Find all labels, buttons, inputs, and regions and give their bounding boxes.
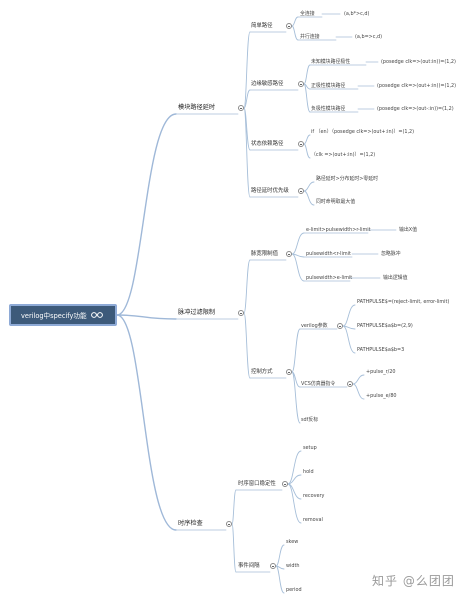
check-removal[interactable]: removal — [303, 517, 323, 523]
watermark-text: 知乎 @么团团 — [372, 574, 455, 588]
collapse-toggle-path-delay[interactable] — [238, 105, 244, 111]
node-edge-path[interactable]: 边缘敏感路径 — [251, 81, 284, 87]
connector-line — [287, 450, 302, 485]
connector-line — [291, 371, 301, 424]
connector-line — [291, 25, 299, 41]
connector-line — [303, 143, 311, 159]
expr-negative-polarity[interactable]: (posedge clk=>(out-:in))=(1,2) — [377, 106, 454, 112]
node-full-connect[interactable]: 全连接 — [300, 11, 315, 17]
node-positive-polarity[interactable]: 正极性模块路径 — [311, 83, 346, 89]
connector-line — [116, 113, 177, 316]
collapse-toggle-control-mode[interactable] — [286, 369, 292, 375]
check-recovery[interactable]: recovery — [303, 493, 325, 499]
connector-line — [287, 474, 302, 485]
node-priority-rule-1[interactable]: 路径延时>分布延时>零延时 — [316, 176, 378, 182]
connector-line — [116, 314, 177, 531]
connector-line — [303, 181, 315, 192]
connector-line — [116, 314, 177, 320]
check-hold[interactable]: hold — [303, 469, 314, 475]
opt-pulse-e[interactable]: +pulse_e/80 — [366, 393, 397, 399]
collapse-toggle-timing-window[interactable] — [282, 481, 288, 487]
glasses-icon — [91, 312, 103, 318]
connector-line — [231, 489, 237, 525]
connector-line — [275, 544, 285, 567]
cond-logic-value[interactable]: pulsewidth>e-limit — [306, 275, 353, 281]
connector-line — [342, 325, 356, 330]
node-state-if[interactable]: if （en）（posedge clk=>(out+:in)）=(1,2) — [311, 129, 415, 135]
collapse-toggle-vcs-command[interactable] — [347, 381, 353, 387]
connector-line — [291, 328, 301, 373]
branch-pulse-filter[interactable]: 脉冲过滤限制 — [178, 309, 216, 316]
connector-line — [231, 523, 237, 573]
connector-line — [303, 190, 315, 206]
check-period[interactable]: period — [286, 587, 302, 593]
connector-line — [243, 259, 251, 314]
node-control-mode[interactable]: 控制方式 — [251, 369, 273, 375]
result-ignore-pulse[interactable]: 忽略脉冲 — [381, 251, 401, 257]
check-setup[interactable]: setup — [303, 445, 317, 451]
node-pulse-width[interactable]: 脉宽限制值 — [251, 251, 278, 257]
node-priority-rule-2[interactable]: 同时命明取最大值 — [316, 199, 356, 205]
connector-line — [243, 31, 251, 109]
param-pathpulse-generic[interactable]: PATHPULSE$=(reject-limit, error-limit) — [357, 299, 450, 305]
node-sdf-annotation[interactable]: sdf反标 — [301, 417, 319, 423]
node-event-interval[interactable]: 事件间隔 — [238, 563, 260, 569]
cond-ignore-pulse[interactable]: pulsewidth<r-limit — [306, 251, 351, 257]
node-priority[interactable]: 路径延时优先级 — [251, 188, 289, 194]
collapse-toggle-event-interval[interactable] — [270, 563, 276, 569]
node-unknown-polarity[interactable]: 未知模块路径极性 — [311, 59, 351, 65]
check-skew[interactable]: skew — [286, 539, 299, 545]
node-vcs-command[interactable]: VCS仿真器指令 — [301, 381, 336, 387]
collapse-toggle-edge-path[interactable] — [298, 81, 304, 87]
connector-line — [303, 64, 311, 85]
root-label: verilog中specify功能 — [21, 312, 87, 320]
collapse-toggle-state-path[interactable] — [298, 141, 304, 147]
collapse-toggle-pulse-filter[interactable] — [238, 310, 244, 316]
connector-line — [243, 312, 251, 379]
expr-parallel-connect[interactable]: (a,b=>c,d) — [355, 34, 383, 40]
connector-line — [275, 565, 285, 594]
node-verilog-params[interactable]: verilog参数 — [301, 323, 328, 329]
expr-full-connect[interactable]: (a,b*>c,d) — [344, 11, 370, 17]
connector-line — [352, 383, 365, 400]
expr-positive-polarity[interactable]: (posedge clk=>(out+:in))=(1,2) — [377, 83, 457, 89]
param-pathpulse-pair[interactable]: PATHPULSE$a$b=(2,9) — [357, 323, 413, 329]
connector-line — [352, 374, 365, 385]
connector-line — [291, 253, 305, 282]
node-simple-path[interactable]: 简单路径 — [251, 23, 273, 29]
root-node[interactable]: verilog中specify功能 — [9, 304, 117, 326]
check-width[interactable]: width — [286, 563, 300, 569]
connector-line — [342, 325, 356, 354]
collapse-toggle-verilog-params[interactable] — [337, 323, 343, 329]
connector-line — [291, 16, 299, 27]
node-state-else[interactable]: （clk =>(out+:in)）=(1,2) — [311, 152, 376, 158]
node-parallel-connect[interactable]: 并行连接 — [300, 34, 320, 40]
connector-line — [287, 483, 302, 524]
opt-pulse-r[interactable]: +pulse_r/20 — [366, 369, 396, 375]
collapse-toggle-timing-check[interactable] — [226, 521, 232, 527]
param-pathpulse-single[interactable]: PATHPULSE$a$b=3 — [357, 347, 405, 353]
collapse-toggle-priority[interactable] — [298, 188, 304, 194]
connector-line — [291, 232, 305, 255]
result-x-value[interactable]: 输出X值 — [399, 227, 418, 233]
result-logic-value[interactable]: 输出逻辑值 — [383, 275, 408, 281]
collapse-toggle-pulse-width[interactable] — [286, 251, 292, 257]
connector-line — [243, 89, 251, 109]
connector-line — [243, 107, 251, 198]
node-negative-polarity[interactable]: 负极性模块路径 — [311, 106, 346, 112]
collapse-toggle-simple-path[interactable] — [286, 23, 292, 29]
connector-line — [342, 304, 356, 327]
node-state-path[interactable]: 状态依赖路径 — [251, 141, 284, 147]
connector-line — [303, 83, 311, 113]
branch-path-delay[interactable]: 模块路径延时 — [178, 104, 216, 111]
cond-x-value[interactable]: e-limit>pulsewidth>r-limit — [306, 227, 371, 233]
node-timing-window[interactable]: 时序窗口稳定性 — [238, 481, 276, 487]
expr-unknown-polarity[interactable]: (posedge clk=>(out:in))=(1,2) — [381, 59, 456, 65]
connector-line — [303, 134, 311, 145]
connector-line — [291, 253, 305, 258]
branch-timing-check[interactable]: 时序检查 — [178, 520, 203, 527]
